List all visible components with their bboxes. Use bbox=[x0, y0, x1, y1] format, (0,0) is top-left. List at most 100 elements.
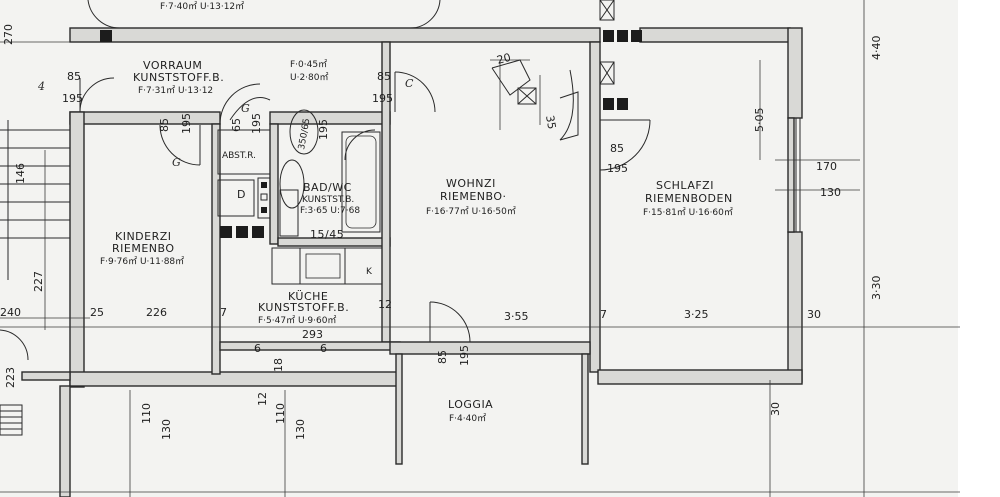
wall-vorraum-bottom bbox=[69, 111, 221, 125]
dim-223: 223 bbox=[4, 367, 17, 388]
dim-195: 195 bbox=[607, 162, 628, 175]
dim-30: 30 bbox=[807, 308, 821, 321]
paper-margin bbox=[958, 0, 1000, 497]
room-loggia-name: LOGGIA bbox=[448, 398, 493, 411]
dim-85: 85 bbox=[67, 70, 81, 83]
duct-block bbox=[617, 30, 628, 42]
dim-85: 85 bbox=[158, 118, 171, 132]
room-kinderzi-name: KINDERZI bbox=[115, 230, 172, 243]
wall-left bbox=[69, 111, 85, 388]
dim-195: 195 bbox=[250, 113, 263, 134]
wall-bottom-right bbox=[597, 369, 803, 385]
wall-wohnzi-left bbox=[381, 41, 391, 343]
room-wohnzi-area: F·16·77㎡ U·16·50㎡ bbox=[426, 206, 516, 217]
wall-loggia-top bbox=[389, 341, 591, 355]
dim-85: 85 bbox=[610, 142, 624, 155]
washbasin bbox=[279, 189, 299, 237]
marks: D 15/45 G G C 4 K bbox=[37, 77, 414, 277]
wall-top bbox=[69, 27, 601, 43]
mark-d: D bbox=[237, 188, 246, 201]
room-wohnzi-material: RIEMENBO· bbox=[440, 190, 507, 203]
kitchen-fixtures bbox=[271, 247, 383, 285]
room-wc-perimeter: U·2·80㎡ bbox=[290, 72, 329, 83]
dim-30: 30 bbox=[769, 402, 782, 416]
room-top-area: F·7·40㎡ U·13·12㎡ bbox=[160, 1, 244, 12]
room-bad-name: BAD/WC bbox=[303, 181, 352, 194]
dim-110: 110 bbox=[274, 403, 287, 424]
dim-195: 195 bbox=[62, 92, 83, 105]
dim-270: 270 bbox=[2, 24, 15, 45]
room-wc-area: F·0·45㎡ bbox=[290, 59, 327, 70]
dim-35: 35 bbox=[543, 114, 558, 130]
dim-18: 18 bbox=[272, 358, 285, 372]
dim-240: 240 bbox=[0, 306, 21, 319]
dim-195: 195 bbox=[458, 345, 471, 366]
room-schlafzi-name: SCHLAFZI bbox=[656, 179, 714, 192]
mark-g1: G bbox=[172, 156, 181, 169]
wall-loggia-left bbox=[395, 353, 403, 465]
wall-right-top bbox=[787, 27, 803, 119]
dim-85: 85 bbox=[436, 350, 449, 364]
dim-330: 3·30 bbox=[870, 276, 883, 301]
duct-block bbox=[603, 98, 614, 110]
wall-loggia-right bbox=[581, 353, 589, 465]
sketch-annotation bbox=[229, 59, 579, 209]
duct-block bbox=[220, 226, 232, 238]
dimension-texts: 270 85 195 85 195 85 195 65 195 350/65 1… bbox=[0, 24, 883, 440]
room-vorraum-area: F·7·31㎡ U·13·12 bbox=[138, 85, 213, 96]
room-labels: VORRAUM KUNSTSTOFF.B. F·7·31㎡ U·13·12 F·… bbox=[100, 1, 733, 424]
stair-left bbox=[0, 120, 71, 497]
wall-kueche-bottom bbox=[219, 341, 401, 351]
room-kueche-name: KÜCHE bbox=[288, 290, 328, 303]
dim-12: 12 bbox=[378, 298, 392, 311]
dim-195: 195 bbox=[372, 92, 393, 105]
storage-room bbox=[217, 129, 271, 175]
wall-wohn-schlaf bbox=[589, 41, 601, 373]
wall-bottom-left bbox=[69, 371, 401, 387]
dim-226: 226 bbox=[146, 306, 167, 319]
dim-355: 3·55 bbox=[504, 310, 529, 323]
room-bad-area: F:3·65 U:7·68 bbox=[300, 206, 360, 216]
wall-kinder-kueche bbox=[211, 123, 221, 375]
dim-146: 146 bbox=[14, 163, 27, 184]
mark-stair: 15/45 bbox=[310, 228, 344, 241]
room-kinderzi-material: RIEMENBO bbox=[112, 242, 175, 255]
room-vorraum-name: VORRAUM bbox=[143, 59, 202, 72]
dim-7: 7 bbox=[220, 306, 227, 319]
dim-7: 7 bbox=[600, 308, 607, 321]
dim-65: 65 bbox=[230, 118, 243, 132]
duct-block bbox=[617, 98, 628, 110]
dimension-lines bbox=[0, 0, 960, 497]
room-vorraum-material: KUNSTSTOFF.B. bbox=[133, 71, 224, 84]
mark-g2: G bbox=[241, 102, 250, 115]
dim-130: 130 bbox=[820, 186, 841, 199]
mark-four: 4 bbox=[37, 80, 45, 93]
wall-top-right bbox=[639, 27, 791, 43]
dim-110: 110 bbox=[140, 403, 153, 424]
room-loggia-area: F·4·40㎡ bbox=[449, 413, 486, 424]
dim-505: 5·05 bbox=[753, 108, 766, 133]
dim-227: 227 bbox=[32, 271, 45, 292]
dim-293: 293 bbox=[302, 328, 323, 341]
dim-6: 6 bbox=[320, 342, 327, 355]
duct-block bbox=[252, 226, 264, 238]
dim-440: 4·40 bbox=[870, 36, 883, 61]
duct-block bbox=[100, 30, 112, 42]
wall-bad-left bbox=[269, 123, 279, 245]
dim-130: 130 bbox=[160, 419, 173, 440]
dim-25: 25 bbox=[90, 306, 104, 319]
bathtub bbox=[341, 131, 381, 233]
window-right bbox=[787, 117, 795, 233]
mark-c1: C bbox=[405, 77, 414, 90]
room-abstr-name: ABST.R. bbox=[222, 151, 256, 161]
dim-85: 85 bbox=[377, 70, 391, 83]
dim-130: 130 bbox=[294, 419, 307, 440]
room-kueche-material: KUNSTSTOFF.B. bbox=[258, 301, 349, 314]
duct-block bbox=[236, 226, 248, 238]
bathroom-fixtures bbox=[217, 129, 381, 237]
wall-vorraum-bottom-2 bbox=[269, 111, 391, 125]
room-bad-material: KUNSTST.B. bbox=[302, 195, 354, 205]
room-wohnzi-name: WOHNZI bbox=[446, 177, 496, 190]
